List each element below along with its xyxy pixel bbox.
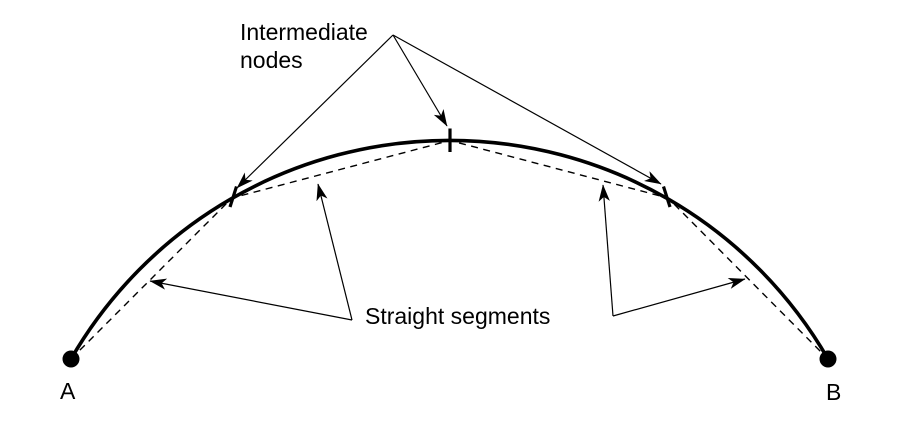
arrow-to-segment-3 [598, 184, 614, 317]
intermediate-node-tick-left [228, 186, 239, 208]
endpoint-b-label: B [826, 379, 841, 405]
endpoint-a-dot [62, 350, 80, 368]
intermediate-nodes-label-line1: Intermediate [240, 19, 368, 45]
endpoint-b-dot [819, 350, 837, 368]
arrow-to-segment-4 [612, 277, 746, 317]
arrow-to-segment-2 [316, 183, 353, 321]
arrow-to-left-node [236, 34, 394, 189]
arrow-to-segment-1 [149, 278, 353, 321]
intermediate-nodes-label-line2: nodes [240, 47, 303, 73]
straight-segments-label: Straight segments [365, 303, 550, 329]
intermediate-node-tick-right [661, 186, 672, 208]
arrow-to-middle-node [392, 34, 448, 127]
arrow-to-right-node [392, 34, 662, 185]
endpoint-a-label: A [60, 378, 76, 404]
